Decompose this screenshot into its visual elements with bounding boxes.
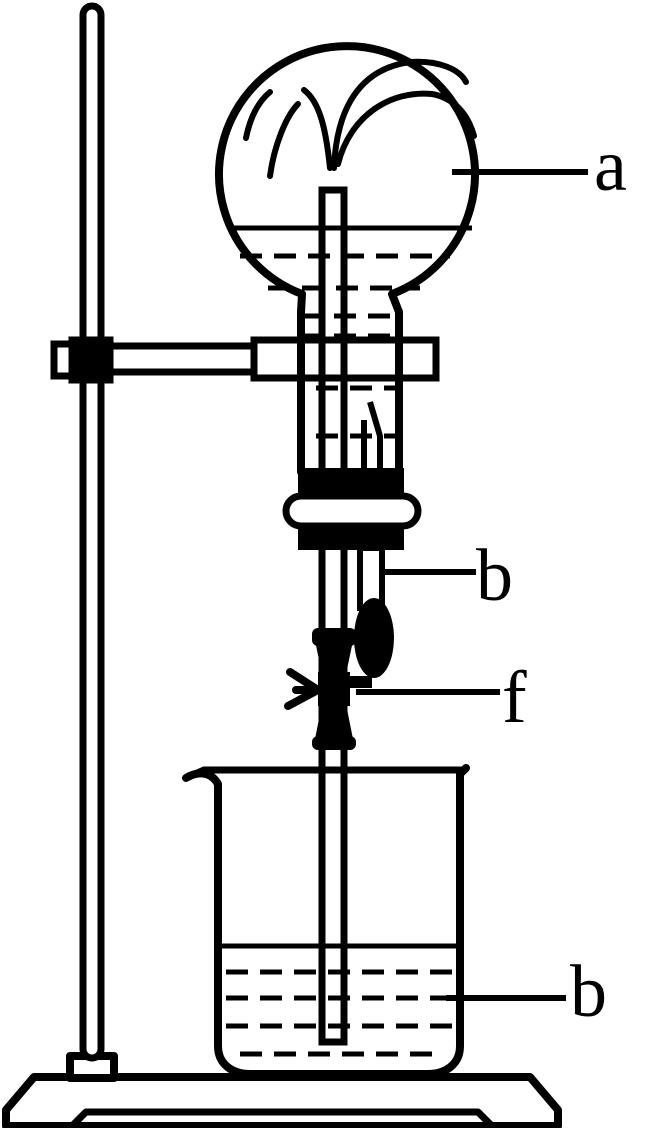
clamp-arm (50, 336, 440, 384)
beaker-liquid (226, 969, 452, 1057)
fountain-jets (243, 58, 477, 179)
label-b-dropper: b (476, 535, 513, 617)
stand-rod (79, 2, 105, 1062)
beaker (182, 764, 470, 1078)
label-f: f (502, 657, 527, 739)
spring-clamp (284, 628, 372, 750)
stand-base (2, 1052, 562, 1128)
dropper (354, 545, 394, 678)
rubber-stopper (282, 468, 422, 550)
label-b-beaker: b (570, 951, 607, 1033)
glass-tube (318, 186, 348, 1046)
flask (215, 42, 479, 476)
dropper-tip (361, 401, 383, 470)
leader-lines (356, 169, 588, 1001)
label-a: a (594, 125, 627, 207)
